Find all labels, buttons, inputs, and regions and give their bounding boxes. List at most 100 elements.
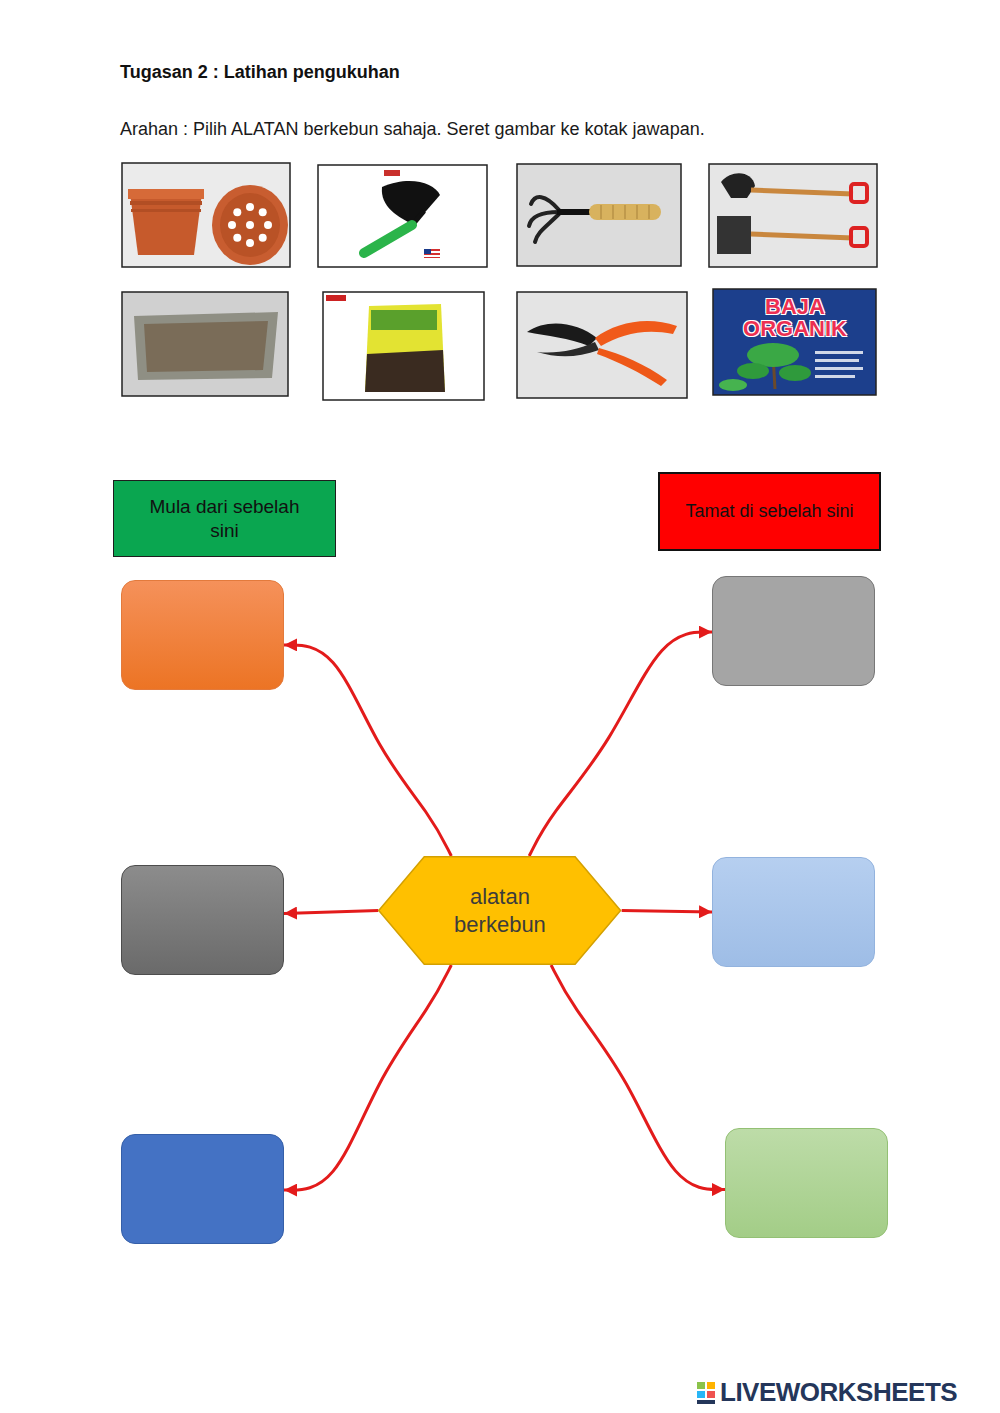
rake-neck (557, 209, 591, 215)
pot-rim (131, 209, 201, 212)
pruner-handle (595, 321, 677, 346)
plant-leaves (737, 363, 769, 379)
arrow-connector (284, 911, 378, 914)
watermark-logo (697, 1382, 705, 1389)
trowel-handle (364, 225, 412, 253)
worksheet-title: Tugasan 2 : Latihan pengukuhan (120, 62, 400, 83)
watermark-logo (707, 1391, 715, 1398)
plant-leaves (719, 379, 747, 391)
trowel-neck (414, 211, 424, 223)
answer-box (121, 1134, 284, 1244)
pot-holes (259, 234, 267, 242)
print-lines (815, 375, 855, 378)
trowel-blade (382, 181, 440, 225)
flag (424, 249, 440, 258)
flag (424, 249, 431, 254)
answer-box (712, 857, 875, 967)
brand-mark (326, 295, 346, 301)
watermark-logo (697, 1382, 715, 1404)
watermark-logo (707, 1382, 715, 1389)
rake-grip (601, 205, 649, 219)
box-text-area: Tamat di sebelah sini (685, 500, 853, 523)
watermark-logo (697, 1391, 705, 1398)
box-text-area: Mula dari sebelah sini (140, 495, 310, 543)
end-box: Tamat di sebelah sini (658, 472, 881, 551)
pot-holes (246, 203, 254, 211)
hexagon-outline (378, 856, 621, 965)
picture-frame (517, 292, 687, 398)
print-lines (815, 351, 863, 378)
picture-frame (709, 164, 877, 267)
soil-bag-picture (323, 292, 484, 400)
picture-frame (122, 163, 290, 267)
pruner-blade (527, 323, 597, 346)
rake-tines (531, 197, 559, 210)
rake-grip (625, 205, 626, 219)
trowel-picture (318, 165, 487, 267)
answer-box (121, 865, 284, 975)
pruner-handle (597, 348, 667, 386)
pot-holes (246, 221, 254, 229)
spades-picture (709, 164, 877, 267)
package-text: BAJA ORGANIK (721, 296, 869, 340)
picture-frame (122, 292, 288, 396)
watermark-logo (697, 1400, 715, 1404)
watermark: LIVEWORKSHEETS (720, 1377, 957, 1408)
answer-box (121, 580, 284, 690)
rake-grip (649, 205, 650, 219)
rake-grip (637, 205, 638, 219)
pot-rim (128, 189, 204, 199)
rake-grip (601, 205, 602, 219)
arrow-connector (622, 911, 712, 913)
pruner-picture (517, 292, 687, 398)
box-label: Mula dari sebelah sini (140, 495, 310, 543)
pot-stack (130, 193, 202, 255)
soil-bag (365, 304, 445, 392)
pot-holes (228, 221, 236, 229)
brand-mark (384, 170, 400, 176)
box-label: Tamat di sebelah sini (685, 500, 853, 523)
hexagon-outline (379, 857, 621, 965)
answer-box (725, 1128, 888, 1238)
picture-frame (713, 289, 876, 395)
print-lines (815, 367, 863, 370)
picture-frame (318, 165, 487, 267)
pot-bottom (212, 185, 288, 265)
arrow-connector (284, 965, 451, 1190)
pruner-blade (537, 342, 599, 356)
spade-grip (851, 228, 867, 246)
picture-frame (517, 164, 681, 266)
rake-handle (589, 204, 661, 220)
fertiliser-picture (713, 289, 876, 395)
pot-holes (233, 208, 241, 216)
bag-band (371, 310, 437, 330)
tray-rim (134, 312, 278, 380)
pot-holes (259, 208, 267, 216)
spade-blade (717, 216, 751, 254)
arrow-connector (551, 965, 725, 1190)
print-lines (815, 359, 859, 362)
pot-holes (246, 239, 254, 247)
tray-inside (144, 321, 268, 372)
pot-holes (233, 234, 241, 242)
pot-holes (228, 203, 272, 247)
arrow-connector (529, 632, 712, 856)
flag (424, 255, 440, 257)
instruction-text: Arahan : Pilih ALATAN berkebun sahaja. S… (120, 119, 705, 140)
pot-bottom (220, 193, 280, 257)
pot-rim (130, 201, 202, 205)
arrow-connector (284, 645, 451, 856)
pot-holes (264, 221, 272, 229)
rake-tines (535, 214, 559, 242)
box-label: alatan berkebun (430, 883, 570, 938)
rake-tines (529, 197, 559, 242)
spade-grip (851, 184, 867, 202)
start-box: Mula dari sebelah sini (113, 480, 336, 557)
pots-picture (122, 163, 290, 267)
spade-blade (721, 173, 755, 198)
spade-handle (751, 234, 853, 238)
plant-leaves (779, 365, 811, 381)
rake-picture (517, 164, 681, 266)
spade-handle (751, 190, 853, 194)
